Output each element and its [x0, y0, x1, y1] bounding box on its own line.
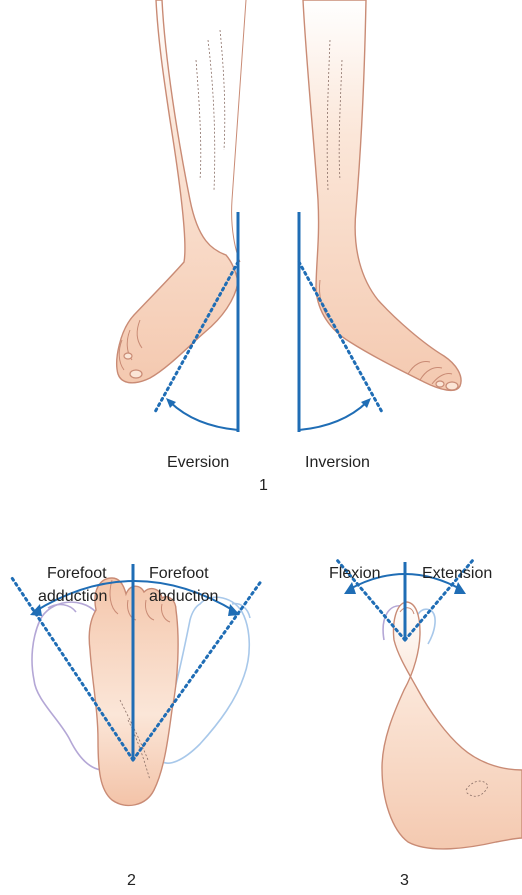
- inversion-label: Inversion: [305, 454, 370, 471]
- panel-3-number: 3: [400, 872, 409, 889]
- abduction-label-line2: abduction: [149, 588, 218, 605]
- panel-2-number: 2: [127, 872, 136, 889]
- flexion-label: Flexion: [329, 565, 381, 582]
- inversion-arc: [299, 402, 367, 430]
- abduction-label-line1: Forefoot: [149, 565, 209, 582]
- panel-2-forefoot-adduction-abduction: Forefoot adduction Forefoot abduction 2: [12, 564, 262, 889]
- panel-1-number: 1: [259, 477, 268, 494]
- panel-3-flexion-extension: Flexion Extension 3: [329, 560, 522, 889]
- left-leg-everted: [117, 0, 246, 383]
- flexion-arrowhead: [344, 582, 356, 594]
- adduction-label-line2: adduction: [38, 588, 107, 605]
- extension-arrowhead: [454, 582, 466, 594]
- panel-1-eversion-inversion: Eversion Inversion 1: [117, 0, 461, 494]
- extension-label: Extension: [422, 565, 492, 582]
- eversion-arc: [170, 402, 238, 430]
- right-leg-inverted: [303, 0, 461, 390]
- adduction-label-line1: Forefoot: [47, 565, 107, 582]
- eversion-label: Eversion: [167, 454, 229, 471]
